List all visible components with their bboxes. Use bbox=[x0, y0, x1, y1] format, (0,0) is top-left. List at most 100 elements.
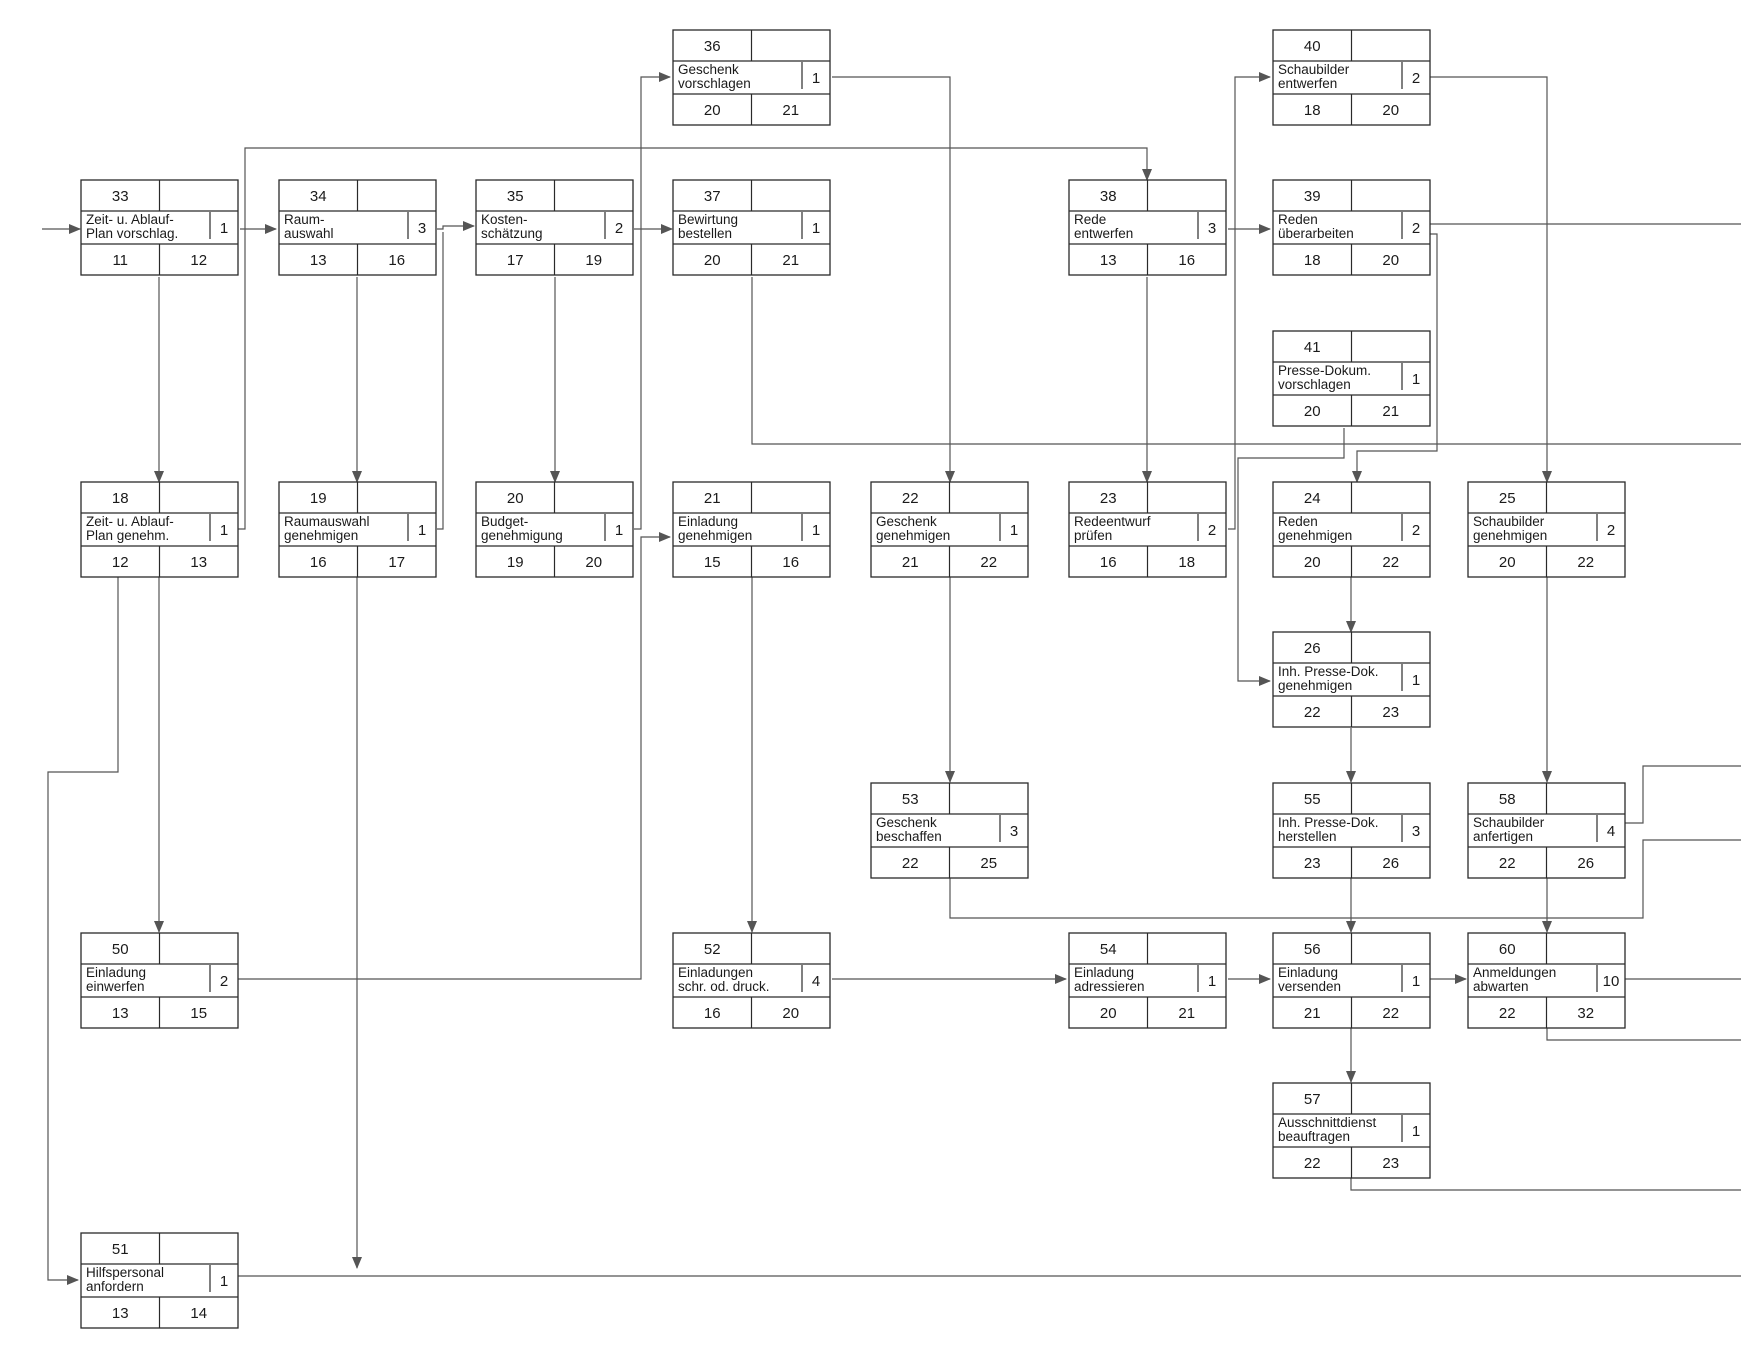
node-label-line-2: genehmigen bbox=[1473, 528, 1547, 543]
node-end: 23 bbox=[1382, 704, 1399, 721]
node-end: 20 bbox=[1382, 252, 1399, 269]
node-label-line-2: überarbeiten bbox=[1278, 226, 1354, 241]
node-end: 14 bbox=[190, 1305, 207, 1322]
node-start: 20 bbox=[704, 102, 721, 119]
edge-39-24 bbox=[1352, 233, 1438, 483]
node-duration: 1 bbox=[1412, 1123, 1420, 1140]
node-label-line-2: adressieren bbox=[1074, 979, 1145, 994]
node-label-line-2: abwarten bbox=[1473, 979, 1529, 994]
node-end: 32 bbox=[1577, 1005, 1594, 1022]
node-label-line-1: Einladung bbox=[1074, 965, 1134, 980]
node-start: 16 bbox=[1100, 554, 1117, 571]
node-label-line-2: versenden bbox=[1278, 979, 1341, 994]
node-label-line-1: Geschenk bbox=[678, 62, 739, 77]
node-duration: 1 bbox=[812, 522, 820, 539]
node-label-line-1: Inh. Presse-Dok. bbox=[1278, 664, 1379, 679]
node-start: 13 bbox=[112, 1305, 129, 1322]
node-id: 60 bbox=[1499, 941, 1516, 958]
node-label-line-2: auswahl bbox=[284, 226, 334, 241]
node-duration: 1 bbox=[812, 220, 820, 237]
node-duration: 1 bbox=[615, 522, 623, 539]
node-id: 55 bbox=[1304, 791, 1321, 808]
node-start: 15 bbox=[704, 554, 721, 571]
node-start: 16 bbox=[310, 554, 327, 571]
node-label-line-1: Presse-Dokum. bbox=[1278, 363, 1371, 378]
node-id: 58 bbox=[1499, 791, 1516, 808]
node-label-line-1: Zeit- u. Ablauf- bbox=[86, 514, 174, 529]
node-label-line-2: herstellen bbox=[1278, 829, 1337, 844]
node-start: 22 bbox=[902, 855, 919, 872]
node-id: 23 bbox=[1100, 490, 1117, 507]
node-start: 22 bbox=[1499, 855, 1516, 872]
node-label-line-2: vorschlagen bbox=[678, 76, 751, 91]
node-end: 16 bbox=[1178, 252, 1195, 269]
edge-20-36 bbox=[634, 72, 671, 530]
node-start: 21 bbox=[902, 554, 919, 571]
node-end: 18 bbox=[1178, 554, 1195, 571]
node-end: 12 bbox=[190, 252, 207, 269]
node-label-line-1: Kosten- bbox=[481, 212, 528, 227]
node-duration: 1 bbox=[220, 220, 228, 237]
node-id: 38 bbox=[1100, 188, 1117, 205]
node-id: 26 bbox=[1304, 640, 1321, 657]
node-label-line-1: Inh. Presse-Dok. bbox=[1278, 815, 1379, 830]
node-label-line-1: Raumauswahl bbox=[284, 514, 370, 529]
node-label-line-1: Schaubilder bbox=[1473, 815, 1545, 830]
node-id: 37 bbox=[704, 188, 721, 205]
node-id: 34 bbox=[310, 188, 327, 205]
node-label-line-1: Ausschnittdienst bbox=[1278, 1115, 1377, 1130]
node-label-line-1: Einladung bbox=[1278, 965, 1338, 980]
node-end: 25 bbox=[980, 855, 997, 872]
node-id: 19 bbox=[310, 490, 327, 507]
node-duration: 2 bbox=[1208, 522, 1216, 539]
node-label-line-2: genehmigen bbox=[876, 528, 950, 543]
node-id: 21 bbox=[704, 490, 721, 507]
node-duration: 1 bbox=[812, 70, 820, 87]
node-duration: 1 bbox=[1208, 973, 1216, 990]
node-id: 18 bbox=[112, 490, 129, 507]
node-start: 20 bbox=[1499, 554, 1516, 571]
node-label-line-2: genehmigen bbox=[1278, 678, 1352, 693]
node-label-line-1: Reden bbox=[1278, 514, 1318, 529]
node-start: 22 bbox=[1304, 704, 1321, 721]
node-duration: 2 bbox=[220, 973, 228, 990]
node-id: 54 bbox=[1100, 941, 1117, 958]
node-end: 20 bbox=[585, 554, 602, 571]
edge-40-25 bbox=[1430, 76, 1552, 483]
node-start: 13 bbox=[1100, 252, 1117, 269]
node-duration: 3 bbox=[418, 220, 426, 237]
node-label-line-1: Geschenk bbox=[876, 815, 937, 830]
node-duration: 1 bbox=[1412, 371, 1420, 388]
edge-58-out bbox=[1625, 765, 1741, 824]
node-end: 22 bbox=[1577, 554, 1594, 571]
node-id: 53 bbox=[902, 791, 919, 808]
edge-60-out-2 bbox=[1546, 1027, 1741, 1041]
node-end: 17 bbox=[388, 554, 405, 571]
node-end: 21 bbox=[782, 252, 799, 269]
node-label-line-2: genehmigen bbox=[1278, 528, 1352, 543]
edge-53-out bbox=[949, 839, 1741, 919]
node-duration: 1 bbox=[1412, 973, 1420, 990]
node-id: 50 bbox=[112, 941, 129, 958]
node-end: 22 bbox=[1382, 554, 1399, 571]
node-duration: 4 bbox=[812, 973, 820, 990]
node-label-line-2: genehmigen bbox=[678, 528, 752, 543]
node-id: 51 bbox=[112, 1241, 129, 1258]
edge-50-21 bbox=[236, 532, 671, 980]
node-duration: 4 bbox=[1607, 823, 1615, 840]
edge-36-22 bbox=[832, 76, 955, 483]
node-start: 23 bbox=[1304, 855, 1321, 872]
